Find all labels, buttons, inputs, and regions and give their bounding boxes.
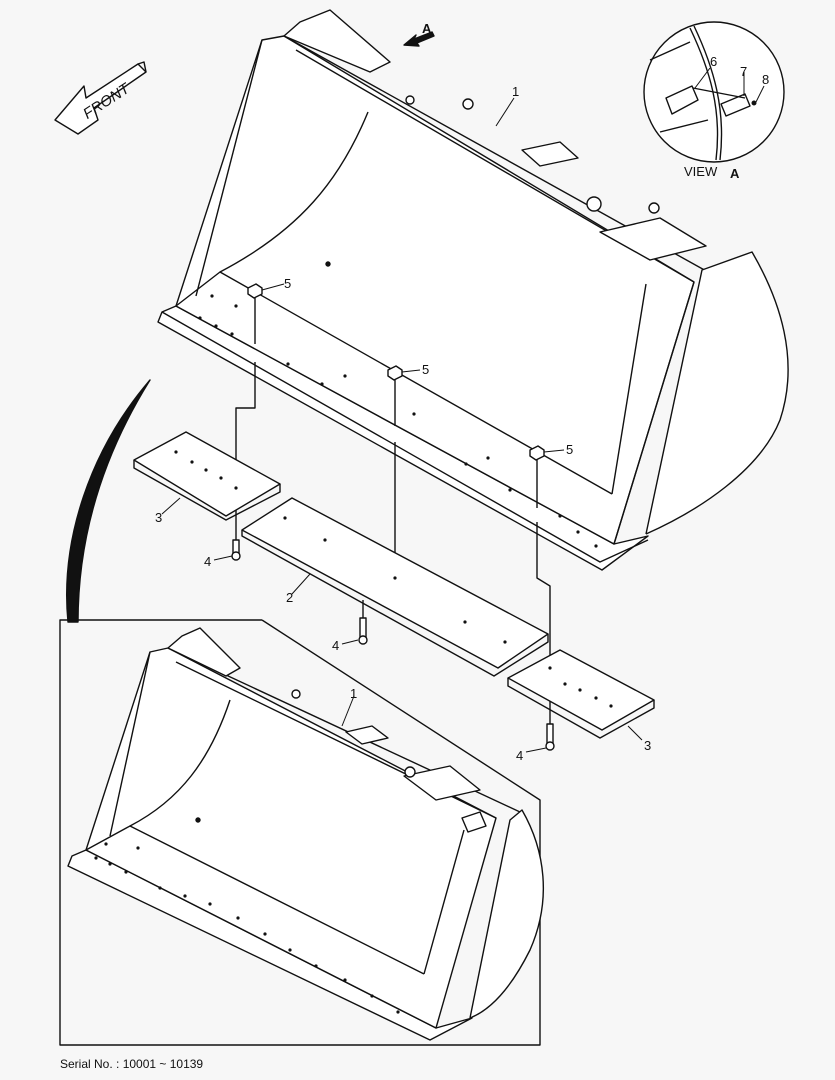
serial-number-range: Serial No. : 10001 ~ 10139 (60, 1057, 204, 1071)
callout-7: 7 (740, 64, 747, 79)
inset-frame (59, 619, 541, 1046)
inset-bucket (67, 627, 544, 1041)
view-a-caption: VIEW (684, 164, 718, 179)
callout-3-left-edge: 3 (155, 510, 162, 525)
callout-1-inset-bucket: 1 (350, 686, 357, 701)
callout-4-bolt-mid: 4 (332, 638, 339, 653)
callout-leaders (161, 67, 765, 753)
callout-numbers: 1 5 5 5 3 2 4 4 4 3 1 6 7 8 VIEW A (155, 54, 769, 763)
callout-3-right-edge: 3 (644, 738, 651, 753)
rotation-swoosh-indicator (66, 379, 151, 623)
callout-5-nut-a: 5 (284, 276, 291, 291)
callout-6: 6 (710, 54, 717, 69)
detail-view-a (643, 21, 785, 163)
callout-8: 8 (762, 72, 769, 87)
callout-5-nut-b: 5 (422, 362, 429, 377)
view-a-arrow: A (403, 21, 435, 47)
callout-1-bucket: 1 (512, 84, 519, 99)
front-direction-arrow: FRONT (54, 61, 147, 135)
callout-5-nut-c: 5 (566, 442, 573, 457)
right-cutting-edge-3 (507, 649, 655, 739)
callout-4-bolt-right: 4 (516, 748, 523, 763)
left-cutting-edge-3 (133, 431, 281, 521)
callout-4-bolt-left: 4 (204, 554, 211, 569)
center-cutting-edge-2 (241, 497, 549, 677)
callout-2-center-edge: 2 (286, 590, 293, 605)
view-a-caption-letter: A (730, 166, 740, 181)
view-a-arrow-label: A (422, 21, 432, 36)
main-bucket (157, 9, 789, 571)
bolts-4 (231, 539, 555, 751)
